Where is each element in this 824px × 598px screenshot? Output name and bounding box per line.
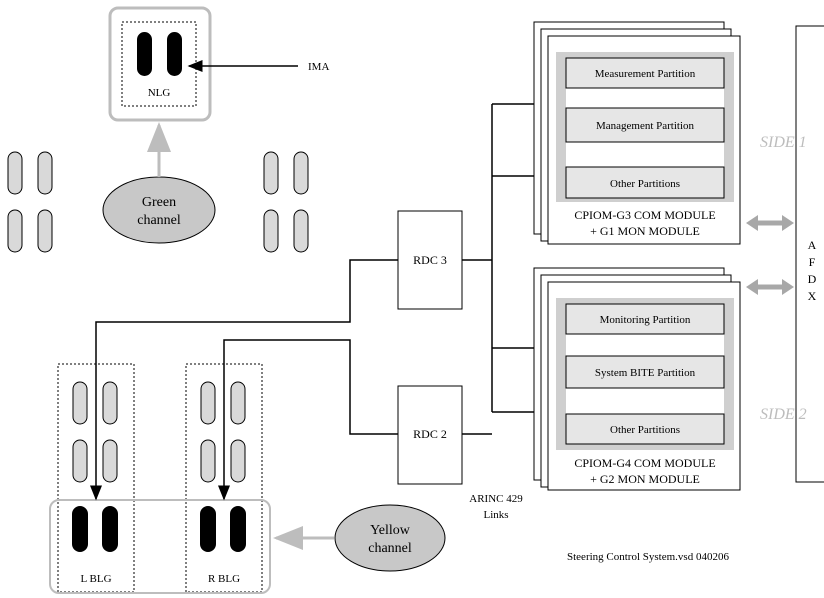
lblg-wheel-3 xyxy=(72,439,88,483)
cpiom-g4-partition-3-label: Other Partitions xyxy=(610,424,680,436)
wheel-left-1 xyxy=(7,151,23,195)
rblg-steer-wheel-right xyxy=(230,506,246,552)
green-channel-line2: channel xyxy=(137,213,181,228)
rdc3-label: RDC 3 xyxy=(413,253,447,267)
yellow-channel-line2: channel xyxy=(368,541,412,556)
rblg-wheel-1 xyxy=(200,381,216,425)
cpiom-g3-gap-1 xyxy=(566,88,724,108)
cpiom-g4-partition-2-label: System BITE Partition xyxy=(595,367,696,379)
cpiom-g3-partition-2-label: Management Partition xyxy=(596,120,695,132)
rdc2-box xyxy=(397,385,463,485)
wheel-center-3 xyxy=(263,209,279,253)
cpiom-g4-gap-2 xyxy=(566,388,724,414)
wheel-center-1 xyxy=(263,151,279,195)
arinc-label-line2: Links xyxy=(483,509,508,521)
yellow-channel-line1: Yellow xyxy=(370,523,411,538)
afdx-letter-x: X xyxy=(808,289,817,303)
cpiom-g4-title-line2: + G2 MON MODULE xyxy=(590,472,700,486)
ima-label: IMA xyxy=(308,61,329,73)
cpiom-g3-gap-2 xyxy=(566,142,724,167)
rdc2-to-rblg-wire xyxy=(218,339,398,501)
nlg-outer-frame xyxy=(108,6,212,122)
lblg-label: L BLG xyxy=(80,573,111,585)
rblg-wheel-2 xyxy=(230,381,246,425)
afdx-letter-a: A xyxy=(808,238,817,252)
nlg-wheel-right xyxy=(167,32,182,76)
rdc3-box xyxy=(397,210,463,310)
side2-label: SIDE 2 xyxy=(760,406,807,423)
lblg-group: L BLG xyxy=(57,363,135,593)
afdx-link-g4 xyxy=(746,279,794,295)
afdx-letter-d: D xyxy=(808,272,817,286)
wheel-left-3 xyxy=(7,209,23,253)
wheel-center-2 xyxy=(293,151,309,195)
arinc-label-line1: ARINC 429 xyxy=(469,493,523,505)
afdx-letter-f: F xyxy=(809,255,816,269)
rdc3-to-lblg-wire xyxy=(90,259,398,501)
afdx-link-g3 xyxy=(746,215,794,231)
rblg-group: R BLG xyxy=(185,363,263,593)
side1-label: SIDE 1 xyxy=(760,134,807,151)
lblg-wheel-1 xyxy=(72,381,88,425)
green-channel-line1: Green xyxy=(142,195,176,210)
steered-wheels-frame xyxy=(49,499,271,594)
cpiom-g3-partition-3-label: Other Partitions xyxy=(610,178,680,190)
rblg-label: R BLG xyxy=(208,573,240,585)
lblg-wheel-4 xyxy=(102,439,118,483)
cpiom-g4-partition-1-label: Monitoring Partition xyxy=(600,314,691,326)
nlg-group: NLG xyxy=(108,6,212,122)
cpiom-g4-gap-1 xyxy=(566,334,724,356)
yellow-channel-oval xyxy=(334,504,446,572)
cpiom-g4-title-line1: CPIOM-G4 COM MODULE xyxy=(574,456,715,470)
afdx-network: A F D X xyxy=(795,25,824,483)
nlg-wheel-left xyxy=(137,32,152,76)
lblg-steer-wheel-left xyxy=(72,506,88,552)
green-channel-oval xyxy=(102,176,216,244)
wheel-center-4 xyxy=(293,209,309,253)
rdc2-label: RDC 2 xyxy=(413,427,447,441)
afdx-box xyxy=(795,25,824,483)
cpiom-g3-module: Measurement Partition Management Partiti… xyxy=(533,21,741,245)
side-wheels-left xyxy=(7,151,53,253)
rblg-wheel-4 xyxy=(230,439,246,483)
cpiom-g4-module: Monitoring Partition System BITE Partiti… xyxy=(533,267,741,491)
lblg-steer-wheel-right xyxy=(102,506,118,552)
lblg-wheel-2 xyxy=(102,381,118,425)
cpiom-g3-partition-3 xyxy=(565,166,725,199)
cpiom-g3-partition-2 xyxy=(565,107,725,143)
side-wheels-center xyxy=(263,151,309,253)
cpiom-g3-partition-1 xyxy=(565,57,725,89)
cpiom-g4-partition-2 xyxy=(565,355,725,389)
wheel-left-4 xyxy=(37,209,53,253)
rblg-steer-wheel-left xyxy=(200,506,216,552)
wheel-left-2 xyxy=(37,151,53,195)
rblg-wheel-3 xyxy=(200,439,216,483)
footer-filename: Steering Control System.vsd 040206 xyxy=(567,551,729,563)
cpiom-g4-partition-1 xyxy=(565,303,725,335)
cpiom-g4-partition-3 xyxy=(565,413,725,445)
cpiom-g3-partition-1-label: Measurement Partition xyxy=(595,68,696,80)
nlg-label: NLG xyxy=(148,87,171,99)
cpiom-g3-title-line1: CPIOM-G3 COM MODULE xyxy=(574,208,715,222)
cpiom-g3-title-line2: + G1 MON MODULE xyxy=(590,224,700,238)
